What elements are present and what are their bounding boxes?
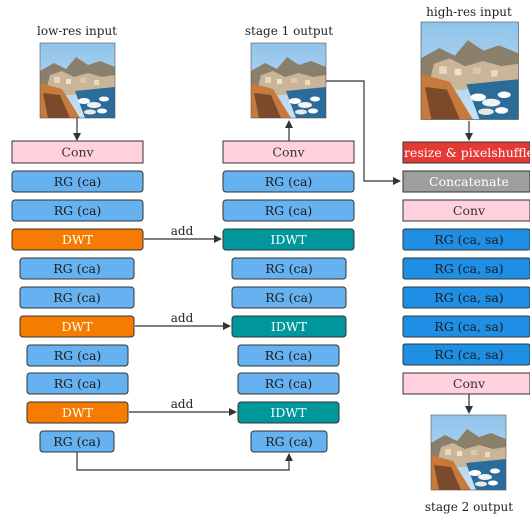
svg-text:RG (ca): RG (ca)	[54, 376, 102, 391]
resize-pixelshuffle-block: resize & pixelshuffle	[402, 141, 530, 164]
right-column: resize & pixelshuffle Concatenate Conv R…	[402, 141, 530, 395]
svg-text:Concatenate: Concatenate	[429, 174, 509, 189]
svg-text:RG (ca): RG (ca)	[53, 290, 101, 305]
rg-block: RG (ca)	[231, 257, 347, 280]
svg-text:resize & pixelshuffle: resize & pixelshuffle	[404, 145, 530, 160]
stage1-output-label: stage 1 output	[245, 24, 333, 38]
svg-text:Conv: Conv	[453, 203, 486, 218]
dwt-block: DWT	[11, 228, 144, 251]
middle-column: Conv RG (ca) RG (ca) IDWT RG (ca) RG (ca…	[222, 140, 355, 453]
high-res-input-label: high-res input	[426, 5, 512, 19]
svg-text:RG (ca): RG (ca)	[265, 203, 313, 218]
svg-text:DWT: DWT	[61, 319, 93, 334]
low-res-input-label: low-res input	[37, 24, 117, 38]
rg-block: RG (ca)	[237, 372, 340, 395]
rg-block: RG (ca)	[231, 286, 347, 309]
idwt-block: IDWT	[222, 228, 355, 251]
rg-block: RG (ca)	[26, 372, 129, 395]
add-label-2: add	[171, 311, 194, 325]
rg-block: RG (ca)	[222, 199, 355, 222]
rg-block: RG (ca)	[19, 257, 135, 280]
svg-text:RG (ca): RG (ca)	[265, 348, 313, 363]
rg-block: RG (ca)	[26, 344, 129, 367]
svg-text:RG (ca): RG (ca)	[265, 434, 313, 449]
conv-block: Conv	[11, 140, 144, 164]
skip-connection	[76, 452, 293, 471]
dwt-block: DWT	[19, 315, 135, 338]
svg-text:RG (ca): RG (ca)	[265, 261, 313, 276]
svg-text:Conv: Conv	[272, 145, 305, 160]
svg-text:Conv: Conv	[61, 145, 94, 160]
svg-text:RG (ca): RG (ca)	[54, 174, 102, 189]
rg-block: RG (ca)	[237, 344, 340, 367]
svg-text:RG (ca): RG (ca)	[54, 203, 102, 218]
high-res-input-image	[420, 21, 519, 120]
rg-block: RG (ca)	[222, 170, 355, 193]
rg-sa-block: RG (ca, sa)	[402, 315, 530, 338]
svg-text:RG (ca): RG (ca)	[265, 290, 313, 305]
svg-text:DWT: DWT	[62, 405, 94, 420]
arrow-stage1-to-concat	[326, 80, 401, 185]
stage1-output-image	[250, 42, 327, 119]
add-label-3: add	[171, 397, 194, 411]
conv-block: Conv	[402, 372, 530, 395]
rg-sa-block: RG (ca, sa)	[402, 228, 530, 251]
rg-block: RG (ca)	[19, 286, 135, 309]
svg-text:RG (ca): RG (ca)	[54, 348, 102, 363]
svg-text:IDWT: IDWT	[270, 405, 307, 420]
rg-block: RG (ca)	[11, 170, 144, 193]
svg-text:RG (ca, sa): RG (ca, sa)	[434, 261, 503, 276]
stage2-output-label: stage 2 output	[425, 500, 513, 514]
svg-text:RG (ca, sa): RG (ca, sa)	[434, 290, 503, 305]
conv-block: Conv	[222, 140, 355, 164]
rg-block: RG (ca)	[39, 430, 115, 453]
idwt-block: IDWT	[231, 315, 347, 338]
rg-block: RG (ca)	[250, 430, 328, 453]
svg-text:Conv: Conv	[453, 376, 486, 391]
svg-text:RG (ca): RG (ca)	[53, 434, 101, 449]
rg-sa-block: RG (ca, sa)	[402, 286, 530, 309]
concatenate-block: Concatenate	[402, 170, 530, 193]
svg-text:RG (ca, sa): RG (ca, sa)	[434, 347, 503, 362]
rg-sa-block: RG (ca, sa)	[402, 343, 530, 366]
svg-text:IDWT: IDWT	[270, 232, 307, 247]
connectors	[73, 80, 473, 471]
left-column: Conv RG (ca) RG (ca) DWT RG (ca) RG (ca)…	[11, 140, 144, 453]
stage2-output-image	[430, 414, 507, 491]
svg-text:RG (ca): RG (ca)	[265, 174, 313, 189]
idwt-block: IDWT	[237, 401, 340, 424]
svg-text:RG (ca, sa): RG (ca, sa)	[434, 319, 503, 334]
svg-text:DWT: DWT	[62, 232, 94, 247]
add-label-1: add	[171, 224, 194, 238]
low-res-input-image	[39, 42, 116, 119]
svg-text:RG (ca): RG (ca)	[265, 376, 313, 391]
svg-text:IDWT: IDWT	[271, 319, 308, 334]
dwt-block: DWT	[26, 401, 129, 424]
svg-text:RG (ca): RG (ca)	[53, 261, 101, 276]
svg-text:RG (ca, sa): RG (ca, sa)	[434, 232, 503, 247]
rg-block: RG (ca)	[11, 199, 144, 222]
conv-block: Conv	[402, 199, 530, 222]
rg-sa-block: RG (ca, sa)	[402, 257, 530, 280]
